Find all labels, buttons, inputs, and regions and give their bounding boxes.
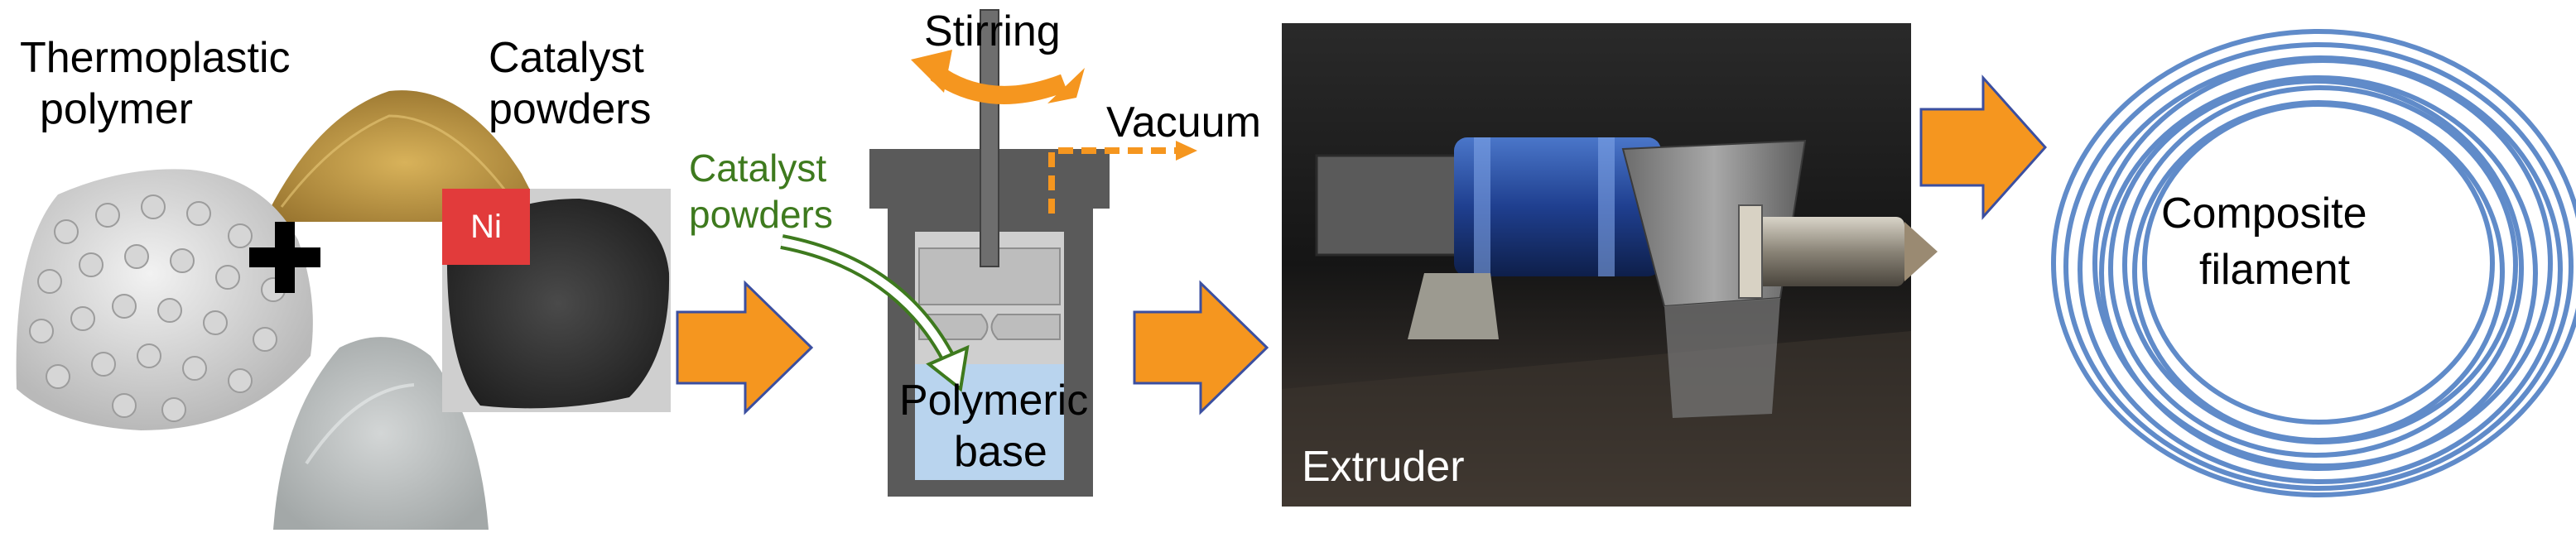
label-polymeric: Polymeric bbox=[899, 377, 1089, 425]
label-stirring: Stirring bbox=[924, 7, 1061, 55]
label-powders-top: powders bbox=[489, 85, 652, 133]
extruder-image bbox=[1282, 23, 1938, 507]
materials-group bbox=[16, 90, 671, 530]
filament-coil bbox=[2051, 29, 2576, 497]
label-polymer: polymer bbox=[40, 85, 193, 133]
label-catalyst-top: Catalyst bbox=[489, 34, 644, 82]
label-extruder: Extruder bbox=[1302, 443, 1465, 491]
label-catalyst-mid: Catalyst bbox=[689, 146, 827, 190]
flow-arrow-3 bbox=[1919, 74, 2048, 220]
catalyst-flow-arrow bbox=[780, 234, 970, 392]
stirring-arrow bbox=[911, 50, 1085, 104]
label-filament: filament bbox=[2199, 246, 2351, 294]
flow-arrow-2 bbox=[1133, 280, 1269, 415]
grey-powder-pile bbox=[273, 337, 489, 530]
mixing-vessel bbox=[869, 9, 1110, 497]
stirring-shaft bbox=[980, 9, 999, 267]
label-base: base bbox=[954, 428, 1047, 476]
vacuum-arrow bbox=[1048, 141, 1197, 214]
label-composite: Composite bbox=[2161, 190, 2367, 238]
polymeric-base-liquid bbox=[915, 364, 1064, 480]
label-powders-mid: powders bbox=[689, 193, 833, 236]
plus-icon bbox=[249, 222, 320, 293]
ni-badge: Ni bbox=[442, 189, 530, 265]
flow-arrow-1 bbox=[676, 280, 814, 415]
pellet-pile bbox=[16, 169, 313, 430]
label-vacuum: Vacuum bbox=[1106, 98, 1261, 146]
label-thermoplastic: Thermoplastic bbox=[20, 34, 291, 82]
